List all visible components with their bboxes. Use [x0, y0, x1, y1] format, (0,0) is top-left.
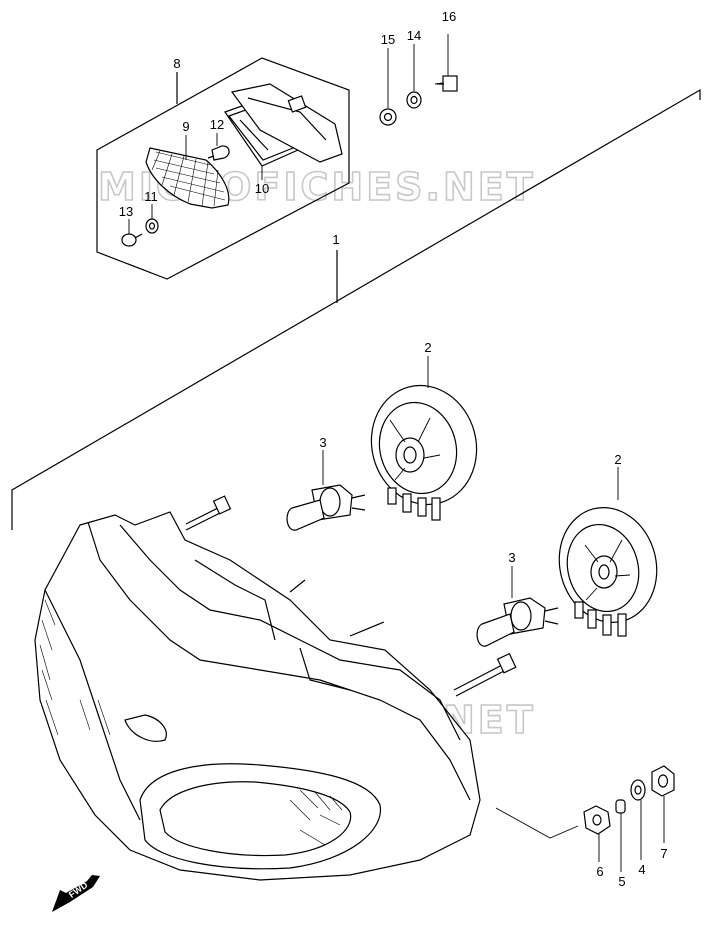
callout-16: 16	[442, 9, 456, 24]
part-4-washer	[630, 779, 646, 860]
callout-2-lower: 2	[614, 452, 621, 467]
callout-7: 7	[660, 846, 667, 861]
part-13-screw	[121, 219, 143, 247]
callout-4: 4	[638, 862, 645, 877]
callout-5: 5	[618, 874, 625, 889]
part-16-bolt	[434, 34, 458, 92]
callout-15: 15	[381, 32, 395, 47]
callout-14: 14	[407, 28, 421, 43]
callouts: 1 2 2 3 3 4 5 6 7 8 9 10 11 12 13 14 15 …	[119, 9, 668, 889]
headlight-bolts	[185, 495, 517, 697]
callout-9: 9	[182, 119, 189, 134]
leader-parts-5-6	[495, 807, 579, 839]
signal-housing	[230, 83, 343, 163]
callout-1: 1	[332, 232, 339, 247]
part-12-bulb	[207, 133, 230, 161]
part-15-washer	[379, 48, 397, 126]
callout-13: 13	[119, 204, 133, 219]
callout-2-upper: 2	[424, 340, 431, 355]
assembly-bracket	[11, 88, 701, 530]
part-11-washer	[145, 204, 159, 234]
subkit-box	[96, 57, 350, 280]
part-2-cap-lower	[558, 467, 658, 637]
callout-8: 8	[173, 56, 180, 71]
callout-3-lower: 3	[508, 550, 515, 565]
part-3-bulb-lower	[476, 566, 559, 647]
headlight-assembly	[34, 511, 481, 881]
callout-10: 10	[255, 181, 269, 196]
callout-12: 12	[210, 117, 224, 132]
part-2-cap-upper	[370, 356, 478, 521]
fwd-arrow-icon: FWD	[52, 875, 100, 912]
part-5-collar	[615, 799, 626, 872]
callout-3-upper: 3	[319, 435, 326, 450]
part-9-lens	[145, 135, 230, 209]
part-3-bulb-upper	[286, 450, 366, 531]
part-7-nut	[651, 765, 675, 843]
part-6-grommet	[583, 805, 611, 862]
callout-11: 11	[144, 189, 158, 204]
part-14-washer	[406, 44, 422, 109]
callout-6: 6	[596, 864, 603, 879]
